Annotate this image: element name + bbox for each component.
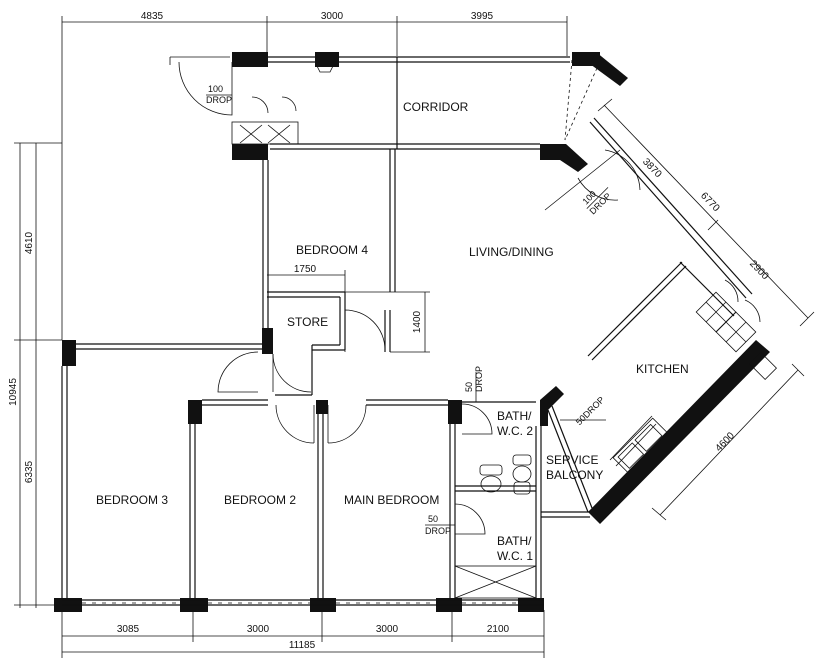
dim-diag-6770: 6770 xyxy=(698,190,722,214)
dim-store-width: 1750 xyxy=(294,264,317,275)
room-label-kitchen: KITCHEN xyxy=(636,362,689,376)
room-label-service-line1: SERVICE xyxy=(546,453,598,467)
room-label-living-dining: LIVING/DINING xyxy=(469,245,554,259)
dim-diag-3870: 3870 xyxy=(640,156,664,180)
dim-left-lower: 6335 xyxy=(24,460,35,483)
dim-top-2: 3000 xyxy=(321,11,344,22)
dimension-lines xyxy=(14,16,815,658)
corridor-area xyxy=(169,56,598,150)
dim-bottom-total: 11185 xyxy=(289,640,316,651)
dim-bottom-4: 2100 xyxy=(487,624,510,635)
bedroom4-area xyxy=(262,149,396,396)
dim-diag-2900: 2900 xyxy=(747,258,771,282)
room-label-store: STORE xyxy=(287,315,328,329)
dim-left-upper: 4610 xyxy=(24,231,35,254)
room-label-bedroom3: BEDROOM 3 xyxy=(96,493,168,507)
dim-top-1: 4835 xyxy=(141,11,164,22)
room-label-bath1-line2: W.C. 1 xyxy=(497,549,533,563)
drop-bath1-value: 50 xyxy=(428,514,438,524)
room-label-service-line2: BALCONY xyxy=(546,468,603,482)
room-label-corridor: CORRIDOR xyxy=(403,100,469,114)
room-label-bath2-line1: BATH/ xyxy=(497,409,532,423)
room-label-bedroom2: BEDROOM 2 xyxy=(224,493,296,507)
kitchen-area xyxy=(544,117,778,513)
room-label-main-bedroom: MAIN BEDROOM xyxy=(344,493,439,507)
dim-bottom-3: 3000 xyxy=(376,624,399,635)
drop-bath2-label: DROP xyxy=(474,366,484,392)
dim-bottom-1: 3085 xyxy=(117,624,140,635)
dim-store-height: 1400 xyxy=(412,310,423,333)
bathrooms xyxy=(449,401,590,599)
room-label-bedroom4: BEDROOM 4 xyxy=(296,243,368,257)
drop-entry-label: DROP xyxy=(206,95,232,105)
dimension-labels: 4835 3000 3995 10945 4610 6335 3085 3000… xyxy=(8,11,771,651)
dim-left-total: 10945 xyxy=(8,378,19,406)
room-label-bath2-line2: W.C. 2 xyxy=(497,424,533,438)
drop-bath1-label: DROP xyxy=(425,526,451,536)
dim-bottom-2: 3000 xyxy=(247,624,270,635)
room-label-bath1-line1: BATH/ xyxy=(497,534,532,548)
bedrooms-row xyxy=(61,343,544,606)
drop-entry-value: 100 xyxy=(208,84,223,94)
drop-service-label: DROP xyxy=(581,395,606,420)
wall-blocks xyxy=(54,52,770,612)
dim-diag-4600: 4600 xyxy=(714,430,738,454)
room-labels: CORRIDOR BEDROOM 4 LIVING/DINING STORE K… xyxy=(96,100,689,563)
drop-bath2-value: 50 xyxy=(464,382,474,392)
dim-top-3: 3995 xyxy=(471,11,494,22)
